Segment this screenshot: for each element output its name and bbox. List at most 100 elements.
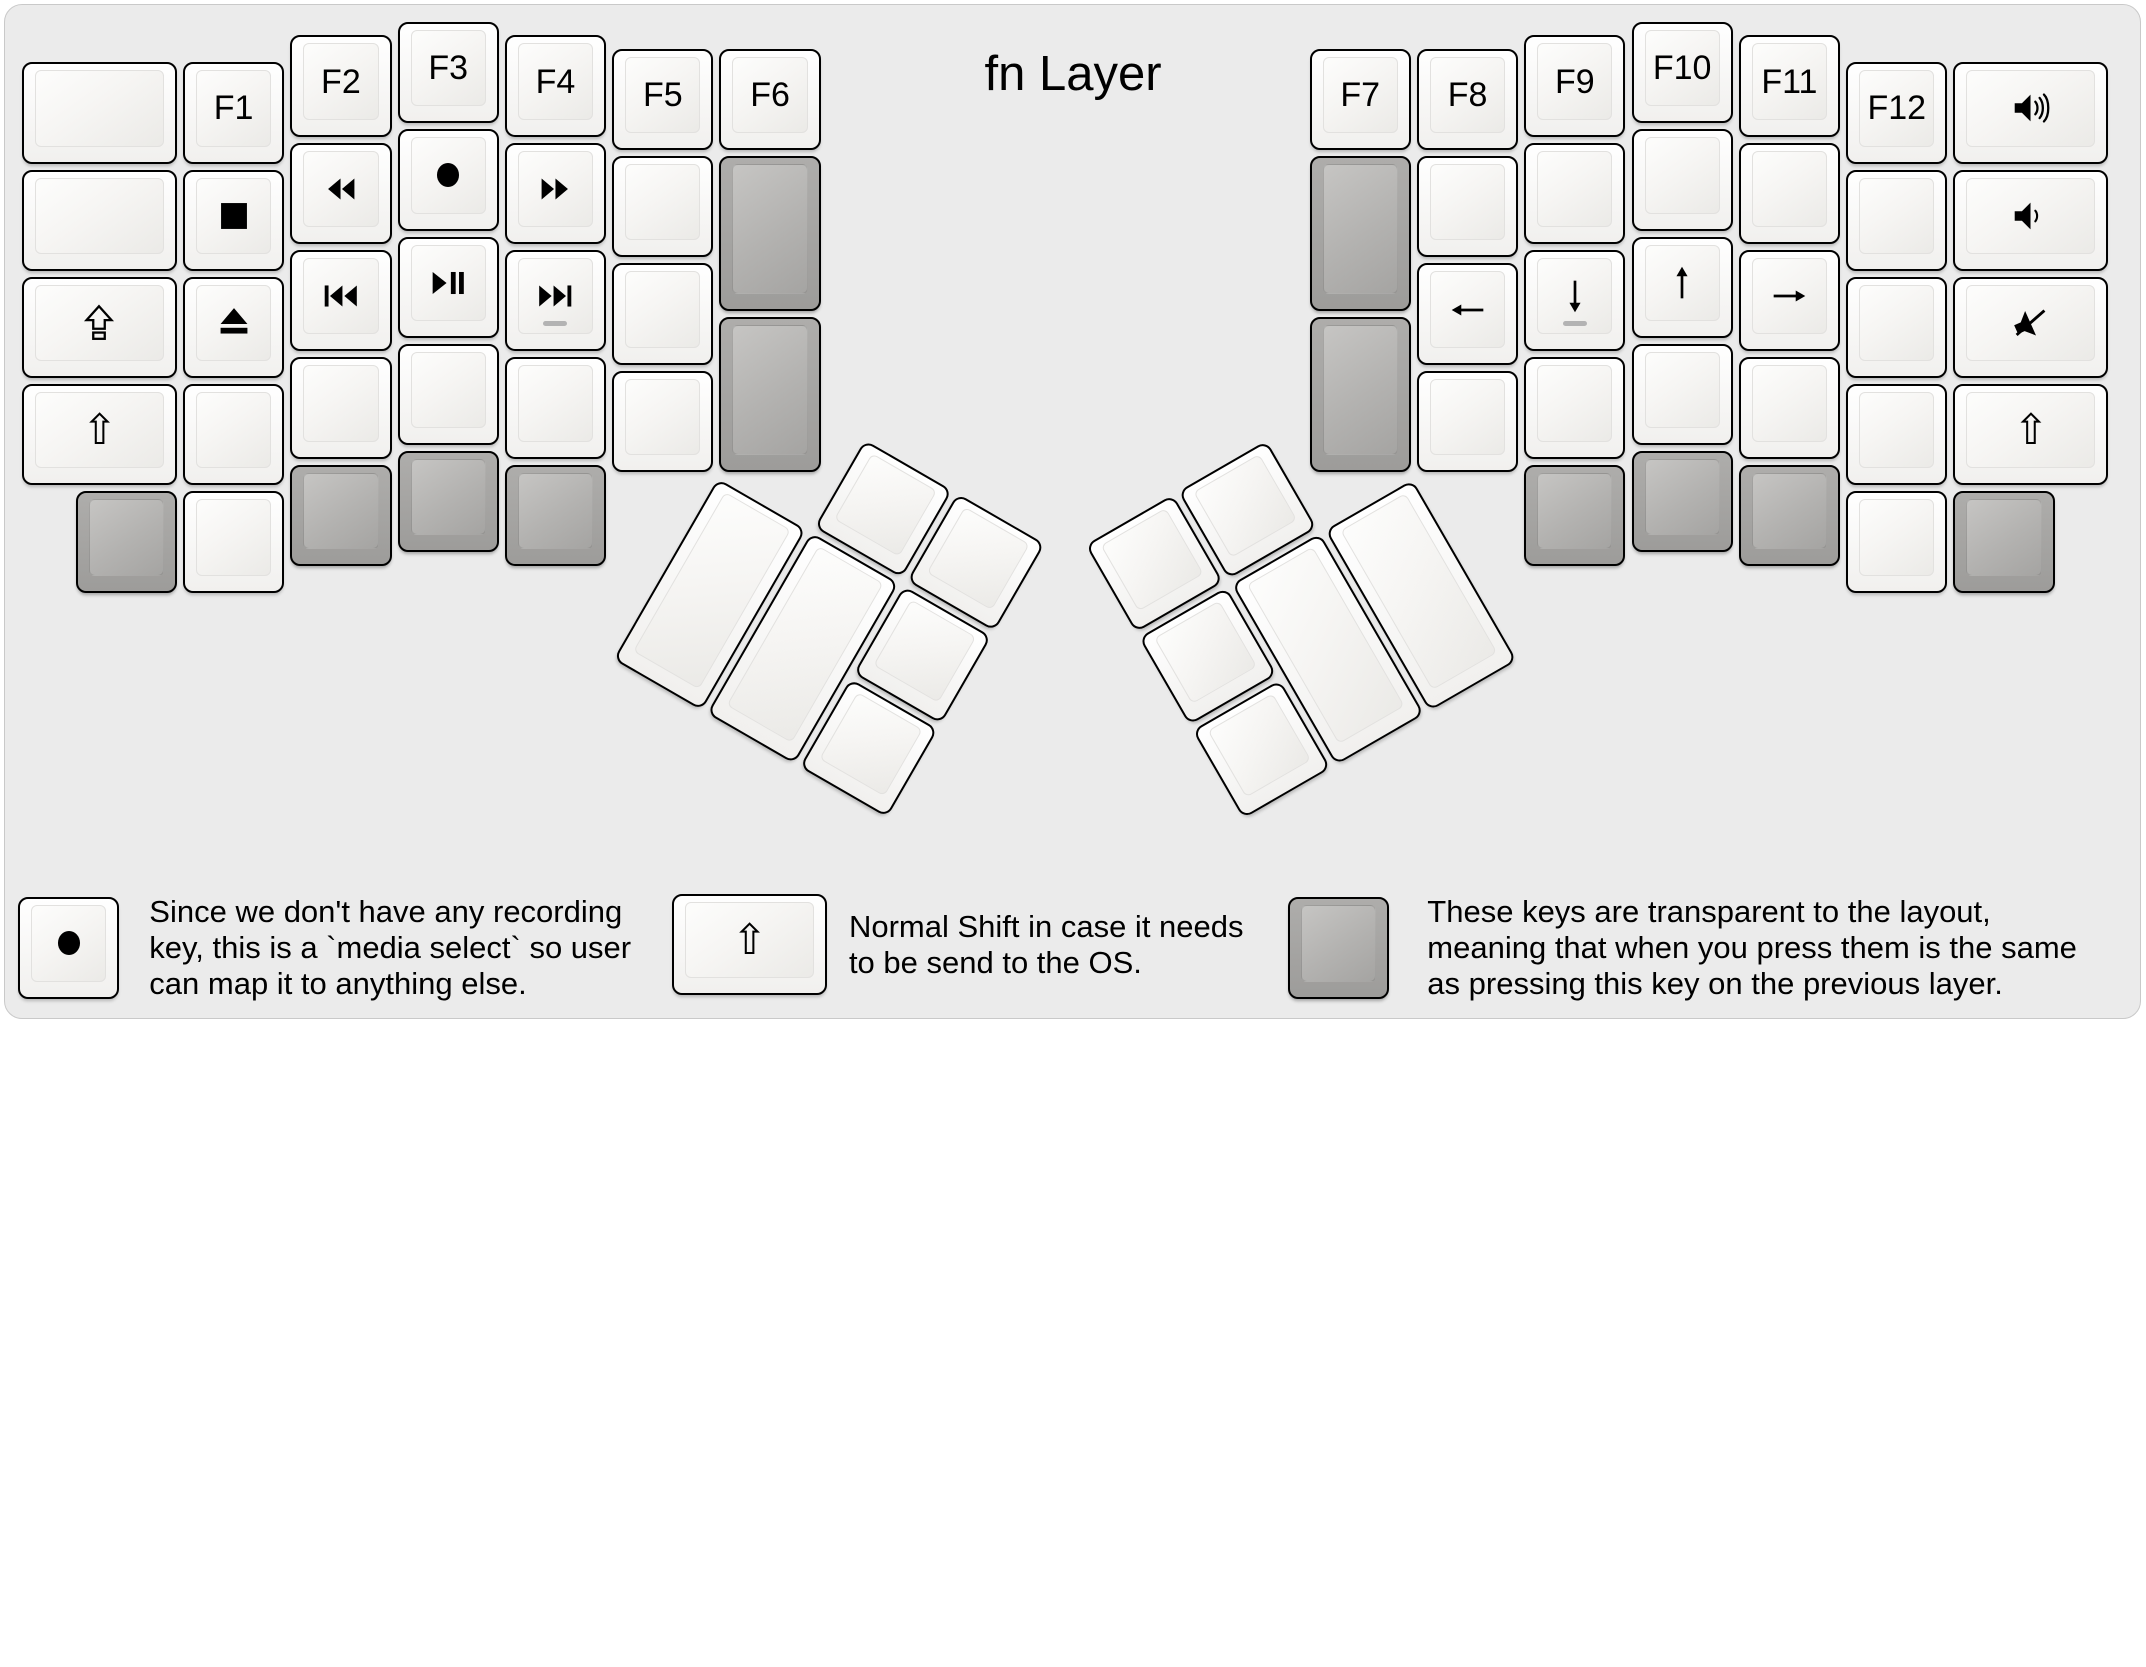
mute-icon (2008, 300, 2054, 346)
key-blank[interactable] (22, 62, 177, 164)
key-f6[interactable]: F6 (719, 48, 821, 151)
key-blank[interactable] (1738, 357, 1841, 459)
keycap (303, 258, 379, 335)
key-transparent[interactable] (397, 451, 499, 553)
key-transparent[interactable] (1309, 156, 1411, 312)
key-mute[interactable] (1953, 276, 2109, 379)
key-blank[interactable] (1738, 142, 1841, 244)
legend-text-line: can map it to anything else. (149, 966, 527, 1001)
key-label: F9 (1554, 62, 1595, 101)
key-arrow-up[interactable] (1631, 236, 1733, 338)
keycap: F11 (1751, 43, 1828, 120)
legend-key-sample (1288, 897, 1390, 999)
key-blank[interactable] (1416, 156, 1519, 258)
shift-glyph: ⇧ (731, 915, 768, 965)
keycap (1966, 70, 2096, 147)
legend-shift-key: ⇧ (672, 894, 827, 996)
key-f5[interactable]: F5 (612, 48, 714, 151)
legend-transparent-key (1288, 897, 1390, 999)
keycap (1322, 164, 1398, 295)
key-arrow-right[interactable] (1738, 250, 1841, 352)
key-transparent[interactable] (504, 464, 607, 566)
key-label: F6 (750, 75, 790, 114)
key-f9[interactable]: F9 (1524, 35, 1626, 137)
key-f1[interactable]: F1 (182, 62, 285, 164)
key-blank[interactable] (182, 491, 285, 593)
keycap (517, 472, 594, 549)
keycap (1644, 244, 1720, 321)
key-blank[interactable] (1846, 491, 1948, 593)
key-f7[interactable]: F7 (1309, 48, 1411, 151)
key-blank[interactable] (290, 357, 392, 459)
prev-track-icon (318, 273, 364, 319)
shift-icon: ⇧ (2013, 409, 2048, 451)
key-transparent[interactable] (290, 464, 392, 566)
key-f8[interactable]: F8 (1416, 48, 1519, 151)
key-transparent[interactable] (719, 156, 821, 312)
key-transparent[interactable] (1738, 464, 1841, 566)
key-transparent[interactable] (719, 317, 821, 472)
key-transparent[interactable] (1953, 491, 2055, 593)
key-shift-right[interactable]: ⇧ (1953, 384, 2109, 486)
key-f11[interactable]: F11 (1738, 35, 1841, 137)
key-shift-left[interactable]: ⇧ (22, 384, 177, 486)
key-prev-track[interactable] (290, 250, 392, 352)
key-f2[interactable]: F2 (290, 35, 392, 137)
key-blank[interactable] (612, 370, 714, 473)
key-blank[interactable] (22, 169, 177, 271)
keycap: F7 (1322, 56, 1398, 134)
key-stop[interactable] (182, 169, 285, 271)
key-blank[interactable] (1524, 357, 1626, 459)
key-blank[interactable] (1631, 129, 1733, 231)
shift-icon: ⇧ (732, 919, 767, 961)
key-f4[interactable]: F4 (504, 35, 607, 137)
key-volume-down[interactable] (1953, 169, 2109, 271)
keycap (35, 70, 164, 147)
key-caps-lock[interactable] (22, 276, 177, 379)
key-blank[interactable] (504, 357, 607, 459)
key-transparent[interactable] (1631, 451, 1733, 553)
play-pause-icon (425, 260, 471, 306)
keycap (1966, 284, 2096, 362)
key-transparent[interactable] (75, 491, 177, 593)
key-blank[interactable] (612, 156, 714, 258)
key-next-track[interactable] (504, 250, 607, 352)
keycap: F6 (732, 56, 808, 134)
key-blank[interactable] (182, 384, 285, 486)
key-arrow-left[interactable] (1416, 263, 1519, 365)
key-play-pause[interactable] (397, 236, 499, 338)
key-blank[interactable] (1631, 343, 1733, 446)
key-eject[interactable] (182, 276, 285, 379)
key-blank[interactable] (1416, 370, 1519, 473)
key-arrow-down[interactable] (1524, 250, 1626, 352)
key-volume-up[interactable] (1953, 62, 2109, 164)
key-blank[interactable] (1524, 142, 1626, 244)
key-fast-forward[interactable] (504, 142, 607, 244)
arrow-down-icon (1552, 273, 1598, 319)
key-transparent[interactable] (1524, 464, 1626, 566)
keycap (1859, 392, 1935, 469)
legend-text-line: key, this is a `media select` so user (149, 930, 632, 965)
layer-title: fn Layer (984, 47, 1162, 101)
key-blank[interactable] (397, 343, 499, 446)
key-record[interactable] (397, 129, 499, 231)
key-f3[interactable]: F3 (397, 22, 499, 124)
keycap (1644, 351, 1720, 429)
keycap (1322, 325, 1398, 455)
keycap (1859, 284, 1935, 362)
key-blank[interactable] (1846, 384, 1948, 486)
key-blank[interactable] (612, 263, 714, 365)
key-label: F11 (1761, 62, 1818, 101)
shift-glyph: ⇧ (81, 405, 118, 455)
key-blank[interactable] (1846, 169, 1948, 271)
keycap: F12 (1859, 70, 1935, 147)
key-rewind[interactable] (290, 142, 392, 244)
key-blank[interactable] (1846, 276, 1948, 379)
key-transparent[interactable] (1309, 317, 1411, 472)
key-f10[interactable]: F10 (1631, 22, 1733, 124)
legend-text-line: to be send to the OS. (848, 944, 1142, 980)
key-f12[interactable]: F12 (1846, 62, 1948, 164)
